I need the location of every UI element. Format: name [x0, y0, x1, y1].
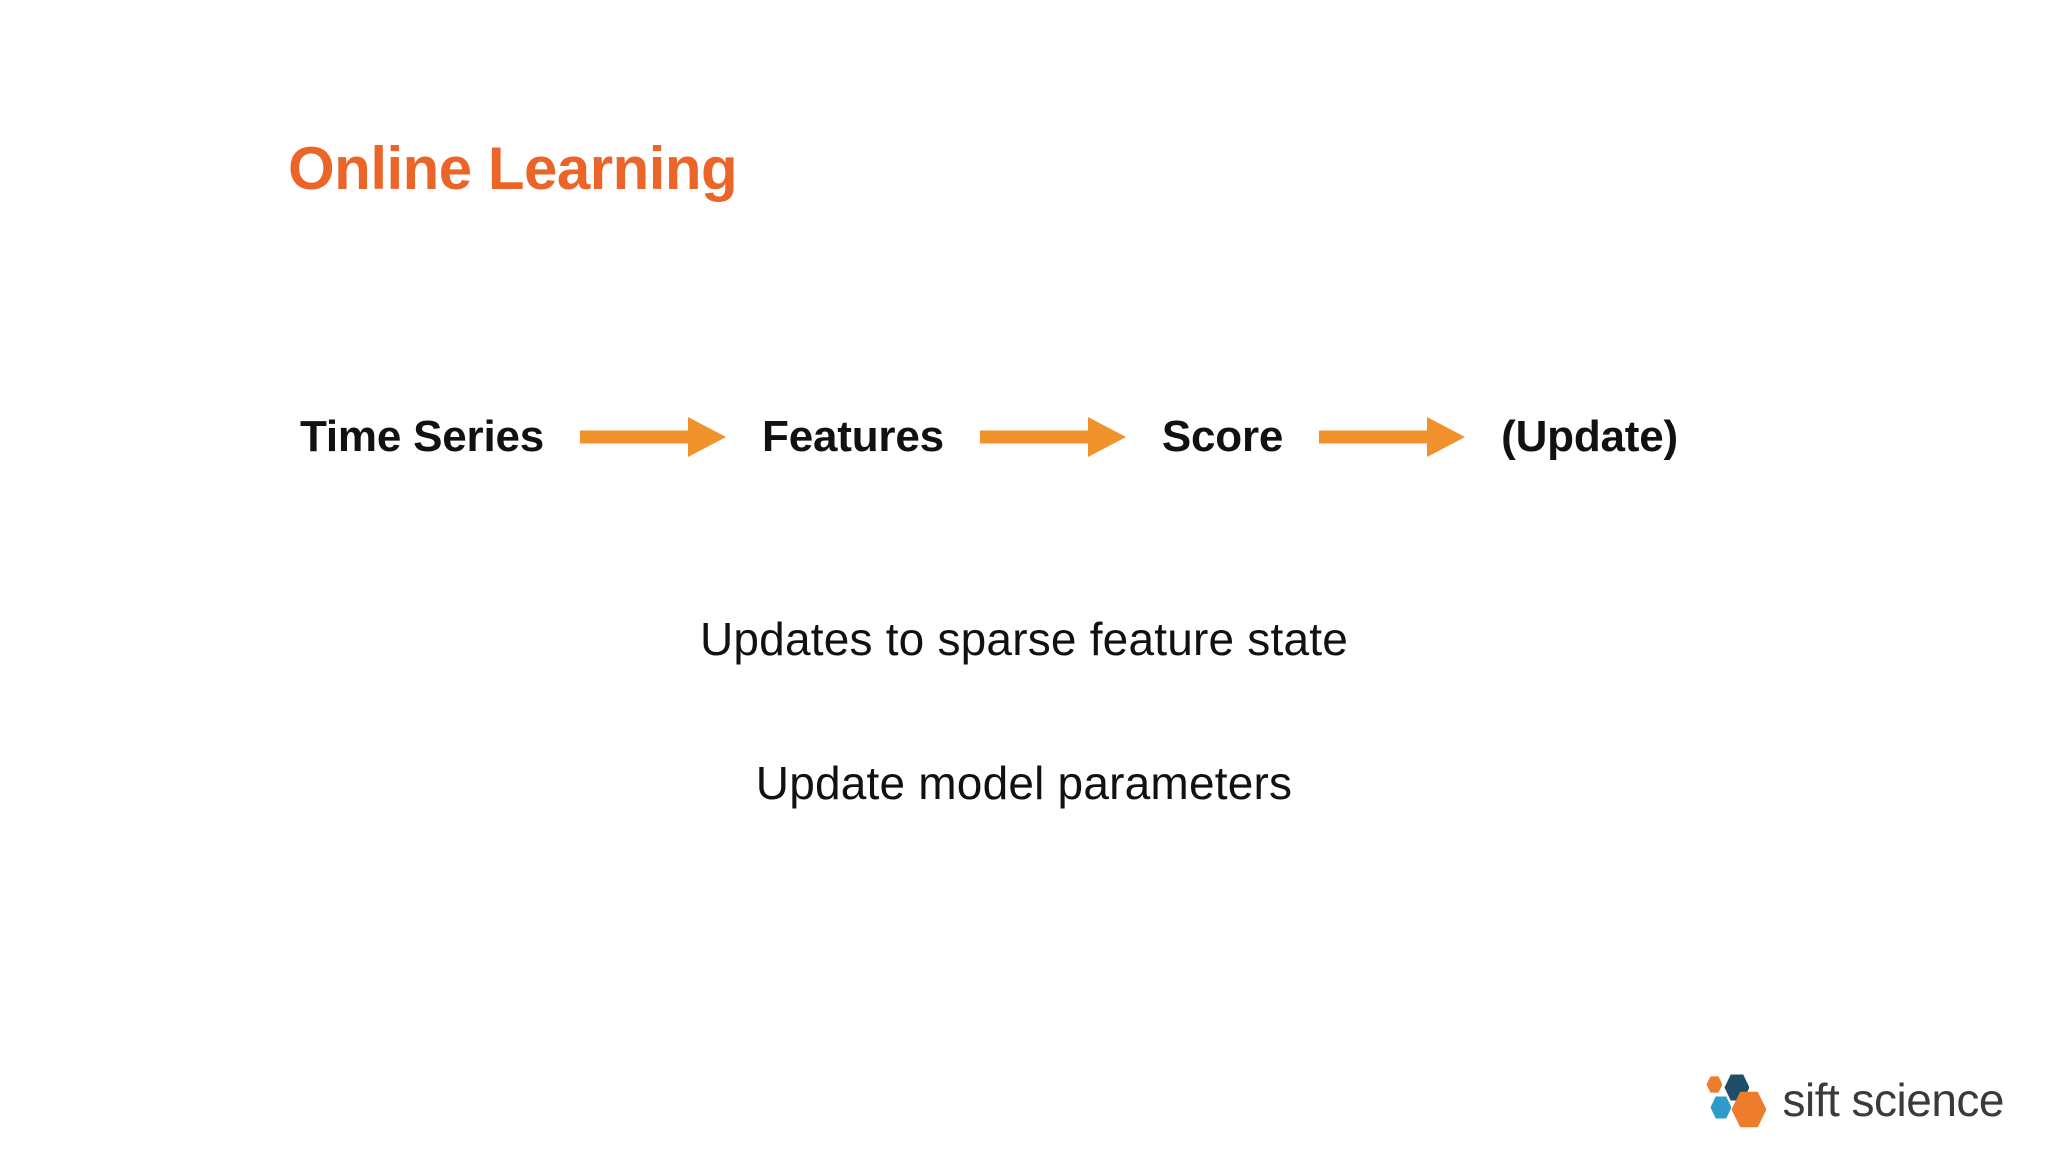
body-line-sparse-feature-state: Updates to sparse feature state — [699, 613, 1349, 665]
arrow-head — [1087, 417, 1126, 457]
hex-small-orange-icon — [1706, 1076, 1723, 1093]
arrow-right-icon — [1319, 415, 1466, 459]
body-text-block: Updates to sparse feature state Update m… — [0, 612, 2048, 811]
sift-science-logo: sift science — [1706, 1070, 2004, 1130]
page-title: Online Learning — [288, 135, 738, 202]
flow-node-update: (Update) — [1501, 412, 1678, 461]
logo-wordmark: sift science — [1782, 1074, 2004, 1126]
arrow-right-icon — [979, 415, 1126, 459]
arrow-head — [688, 417, 727, 457]
hex-large-orange-icon — [1731, 1091, 1767, 1128]
arrow-shaft — [1319, 430, 1433, 444]
arrow-head — [1427, 417, 1466, 457]
flow-node-time-series: Time Series — [300, 412, 545, 461]
sift-logo-icon — [1706, 1074, 1768, 1128]
arrow-shaft — [580, 430, 694, 444]
pipeline-flow-diagram: Time Series Features Score (Update) — [300, 402, 1760, 472]
flow-node-features: Features — [762, 412, 944, 461]
flow-node-score: Score — [1161, 412, 1284, 461]
arrow-right-icon — [580, 415, 727, 459]
body-line-model-parameters: Update model parameters — [755, 757, 1293, 810]
arrow-shaft — [979, 430, 1093, 444]
hex-light-blue-icon — [1710, 1096, 1732, 1119]
